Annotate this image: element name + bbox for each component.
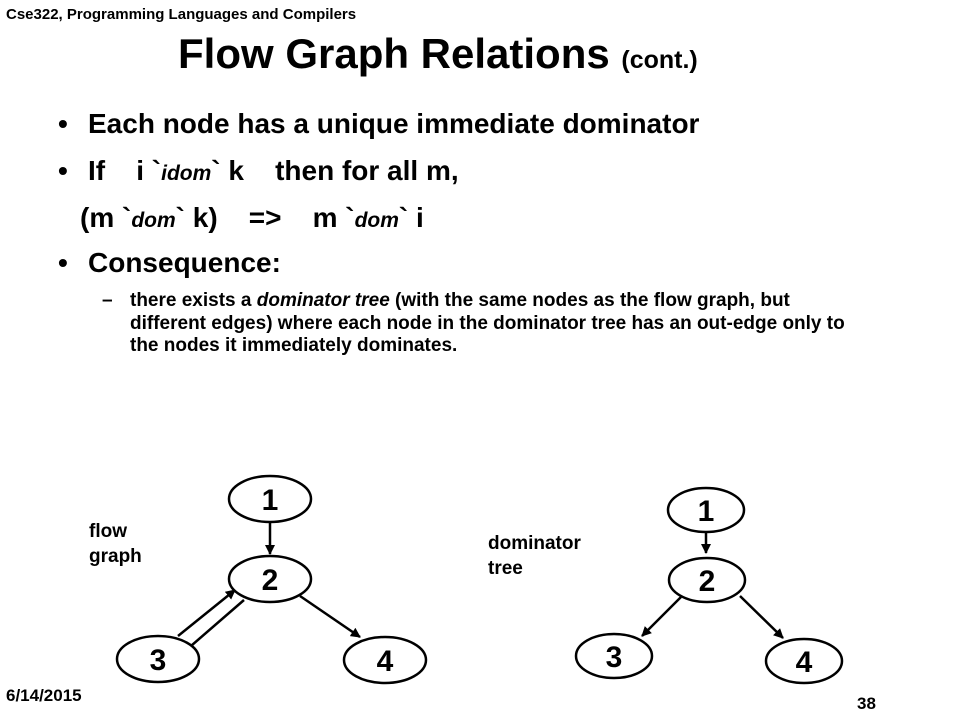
idom-relation: idom — [161, 162, 212, 185]
cont-c: ` i — [398, 202, 424, 233]
flow-node-2-label: 2 — [262, 564, 279, 597]
cont-b: ` k) => m ` — [175, 202, 355, 233]
dominator-tree-term: dominator tree — [256, 290, 390, 311]
bullet-marker-2: • — [58, 155, 68, 186]
dom-edge-2-4 — [739, 595, 784, 639]
dom-node-2-label: 2 — [699, 565, 716, 598]
flow-node-3: 3 — [115, 634, 201, 684]
dom-relation-2: dom — [354, 209, 399, 232]
dom-node-2: 2 — [667, 556, 747, 604]
course-header: Cse322, Programming Languages and Compil… — [6, 6, 357, 23]
flow-graph-label-line2: graph — [89, 546, 142, 567]
flow-node-2: 2 — [227, 554, 313, 604]
sub-bullet-text: there exists a dominator tree (with the … — [130, 290, 860, 358]
sub-text-b: (with the same nodes as the flow graph, … — [130, 290, 845, 356]
bullet-3: Consequence: — [88, 247, 281, 278]
dominator-tree-label-line1: dominator — [488, 533, 581, 554]
flow-edge-3-2 — [177, 589, 236, 637]
bullet-2-continuation: (m `dom` k) => m `dom` i — [80, 202, 424, 234]
dom-node-1: 1 — [666, 486, 746, 534]
dominator-tree-label: dominator tree — [488, 531, 581, 581]
flow-edge-2-4 — [299, 594, 361, 639]
slide-title: Flow Graph Relations (cont.) — [178, 30, 698, 78]
footer-date: 6/14/2015 — [6, 686, 82, 705]
flow-edge-2-3 — [183, 599, 245, 653]
dom-node-4-label: 4 — [796, 646, 813, 679]
dom-node-1-label: 1 — [698, 495, 715, 528]
bullet-marker-3: • — [58, 247, 68, 278]
bullet-2-prefix: If i ` — [88, 155, 162, 186]
bullet-marker-1: • — [58, 108, 68, 139]
title-sub: (cont.) — [621, 46, 698, 74]
flow-graph-label: flow graph — [89, 519, 142, 569]
dom-edge-2-3 — [641, 596, 682, 637]
bullet-1: Each node has a unique immediate dominat… — [88, 108, 700, 139]
flow-graph-label-line1: flow — [89, 521, 127, 542]
sub-bullet-dash: – — [102, 290, 113, 311]
bullet-2: If i `idom` k then for all m, — [88, 155, 459, 187]
cont-a: (m ` — [80, 202, 132, 233]
dominator-tree-label-line2: tree — [488, 558, 523, 579]
title-main: Flow Graph Relations — [178, 30, 610, 77]
flow-node-4-label: 4 — [377, 645, 394, 678]
flow-node-1: 1 — [227, 474, 313, 524]
bullet-2-suffix: ` k then for all m, — [211, 155, 459, 186]
dom-node-3: 3 — [574, 632, 654, 680]
dom-relation-1: dom — [131, 209, 176, 232]
flow-node-3-label: 3 — [150, 644, 167, 677]
dom-node-4: 4 — [764, 637, 844, 685]
page-number: 38 — [857, 694, 876, 713]
sub-text-a: there exists a — [130, 290, 257, 311]
flow-node-1-label: 1 — [262, 484, 279, 517]
flow-node-4: 4 — [342, 635, 428, 685]
dom-node-3-label: 3 — [606, 641, 623, 674]
